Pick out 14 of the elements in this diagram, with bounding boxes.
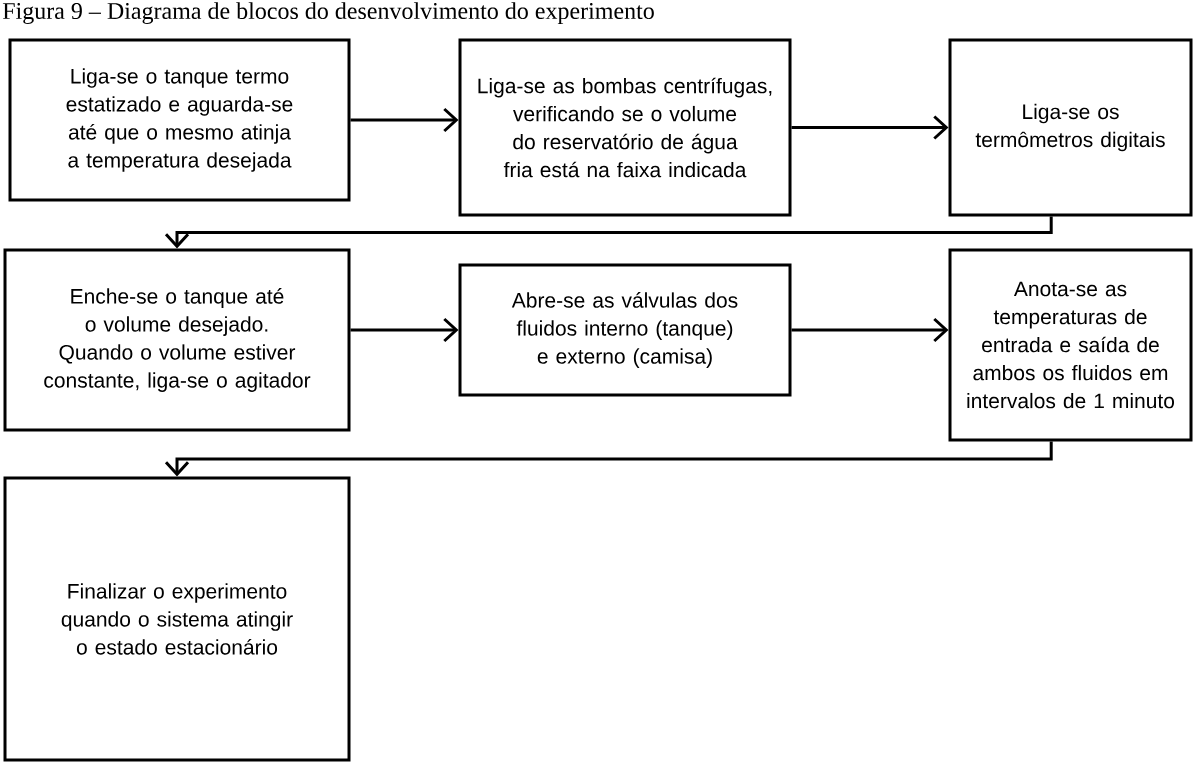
process-box: Liga-se os termômetros digitais <box>948 38 1193 217</box>
process-box: Enche-se o tanque até o volume desejado. Quando o volume estiver constante, liga-se o agitador <box>3 248 351 432</box>
process-box: Abre-se as válvulas dos fluidos interno (tanque) e externo (camisa) <box>458 263 792 397</box>
arrow <box>350 107 459 133</box>
arrow <box>164 216 1053 249</box>
process-box: Anota-se as temperaturas de entrada e saída de ambos os fluidos em intervalos de 1 minuto <box>948 248 1193 442</box>
arrow <box>791 115 949 140</box>
figure-title: Figura 9 – Diagrama de blocos do desenvolvimento do experimento <box>2 2 654 25</box>
process-box: Finalizar o experimento quando o sistema atingir o estado estacionário <box>3 476 351 762</box>
arrow <box>164 441 1053 477</box>
arrow <box>350 317 459 343</box>
process-box: Liga-se as bombas centrífugas, verificando se o volume do reservatório de água fria está na faixa indicada <box>458 38 792 217</box>
arrow <box>791 317 949 343</box>
process-box: Liga-se o tanque termo estatizado e aguarda-se até que o mesmo atinja a temperatura desejada <box>8 38 351 202</box>
